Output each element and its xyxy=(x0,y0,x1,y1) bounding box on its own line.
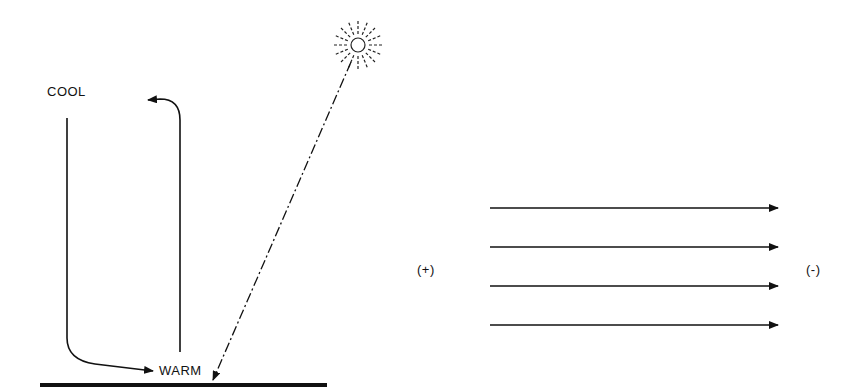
ground-surface xyxy=(40,383,327,387)
polarity-label: (-) xyxy=(806,262,821,277)
air-label: COOL xyxy=(47,84,86,99)
field-arrows xyxy=(490,208,778,325)
sun-ray xyxy=(213,62,351,380)
sinking-air-arrow xyxy=(67,118,153,371)
polarity-label: (+) xyxy=(417,262,435,277)
rising-air-arrow xyxy=(148,99,180,352)
sun-symbol xyxy=(334,21,382,69)
air-label: WARM xyxy=(159,363,202,378)
